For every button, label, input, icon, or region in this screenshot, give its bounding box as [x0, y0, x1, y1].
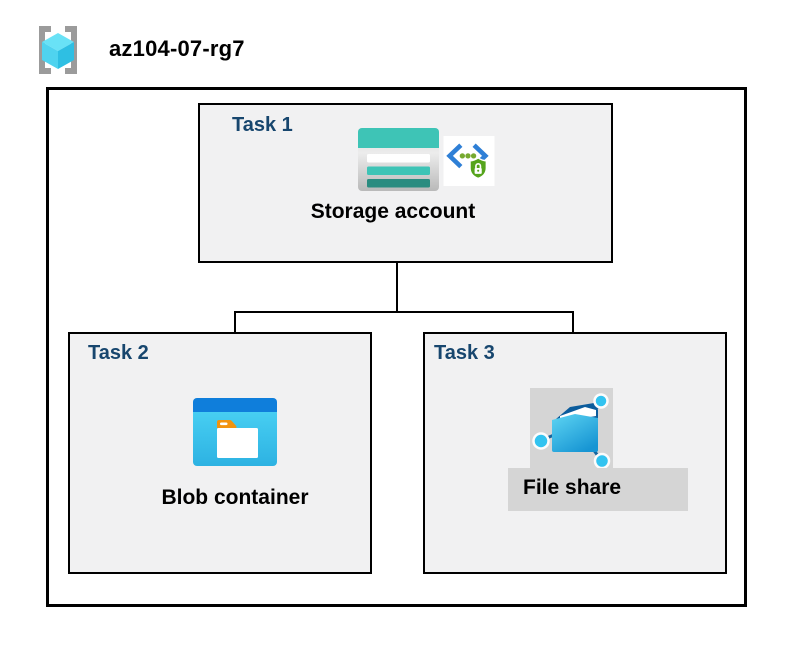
file-share-label: File share	[523, 476, 622, 499]
storage-account-label: Storage account	[310, 200, 476, 223]
file-share-icon	[532, 393, 611, 468]
connector-storage-down	[396, 236, 398, 313]
task2-label: Task 2	[88, 342, 149, 364]
connector-horizontal	[234, 311, 574, 313]
file-share-label-band: File share	[508, 468, 688, 511]
resource-group-icon	[39, 26, 77, 74]
sas-shield-icon	[443, 136, 495, 186]
blob-container-icon	[193, 398, 277, 466]
resource-group-name: az104-07-rg7	[109, 36, 245, 61]
task1-label: Task 1	[232, 114, 293, 136]
storage-account-icon	[358, 128, 439, 191]
blob-container-label: Blob container	[161, 486, 309, 509]
task3-label: Task 3	[434, 342, 495, 364]
